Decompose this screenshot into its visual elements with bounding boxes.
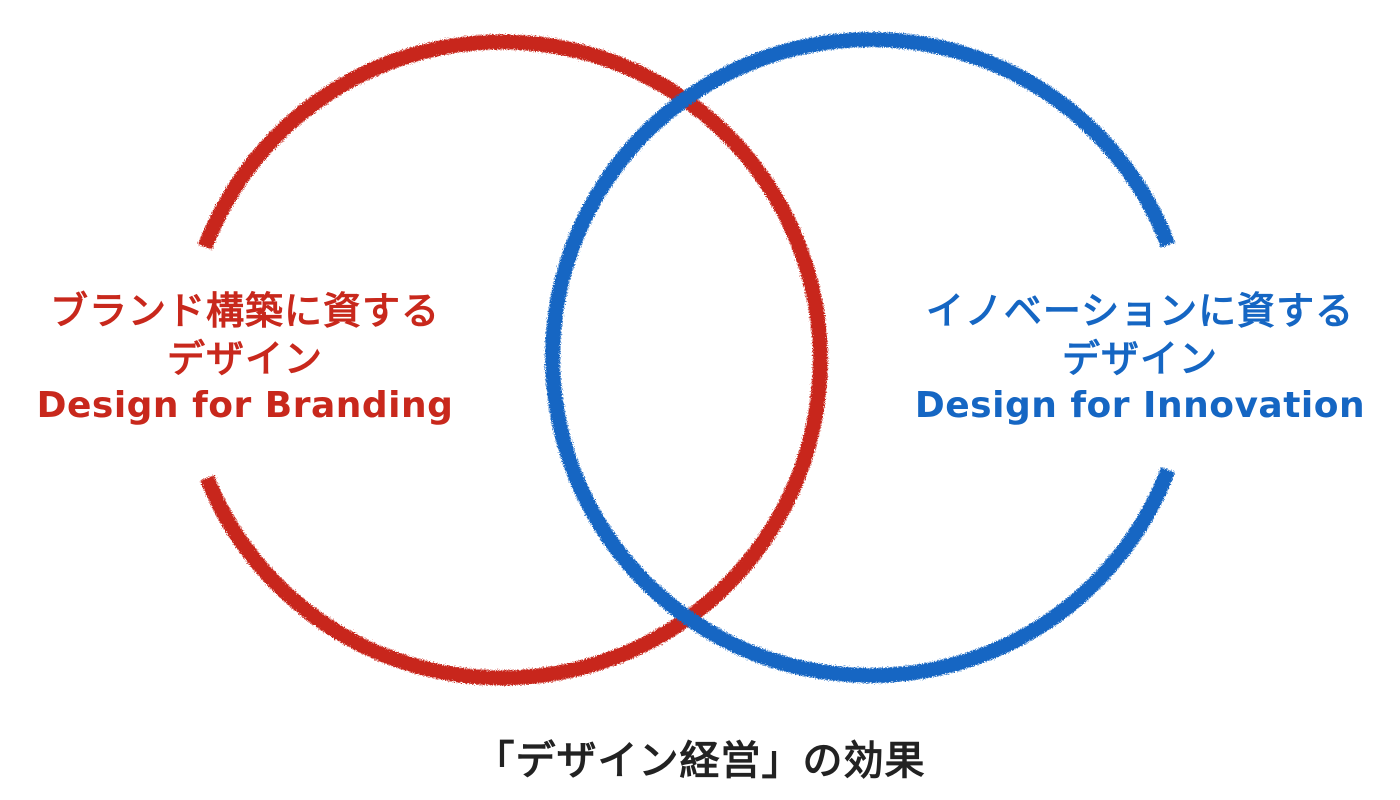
branding-title-jp-line2: デザイン bbox=[166, 336, 323, 381]
innovation-title-jp-line1: イノベーションに資する bbox=[925, 289, 1355, 333]
branding-circle bbox=[197, 34, 828, 686]
diagram-caption: 「デザイン経営」の効果 bbox=[474, 738, 926, 784]
innovation-circle bbox=[545, 32, 1176, 683]
branding-title-en: Design for Branding bbox=[36, 385, 454, 426]
branding-title-jp-line1: ブランド構築に資する bbox=[49, 289, 440, 333]
innovation-title-jp-line2: デザイン bbox=[1061, 336, 1218, 381]
branding-label: ブランド構築に資する デザイン Design for Branding bbox=[20, 288, 470, 428]
innovation-label: イノベーションに資する デザイン Design for Innovation bbox=[900, 288, 1380, 428]
innovation-title-en: Design for Innovation bbox=[914, 385, 1366, 426]
